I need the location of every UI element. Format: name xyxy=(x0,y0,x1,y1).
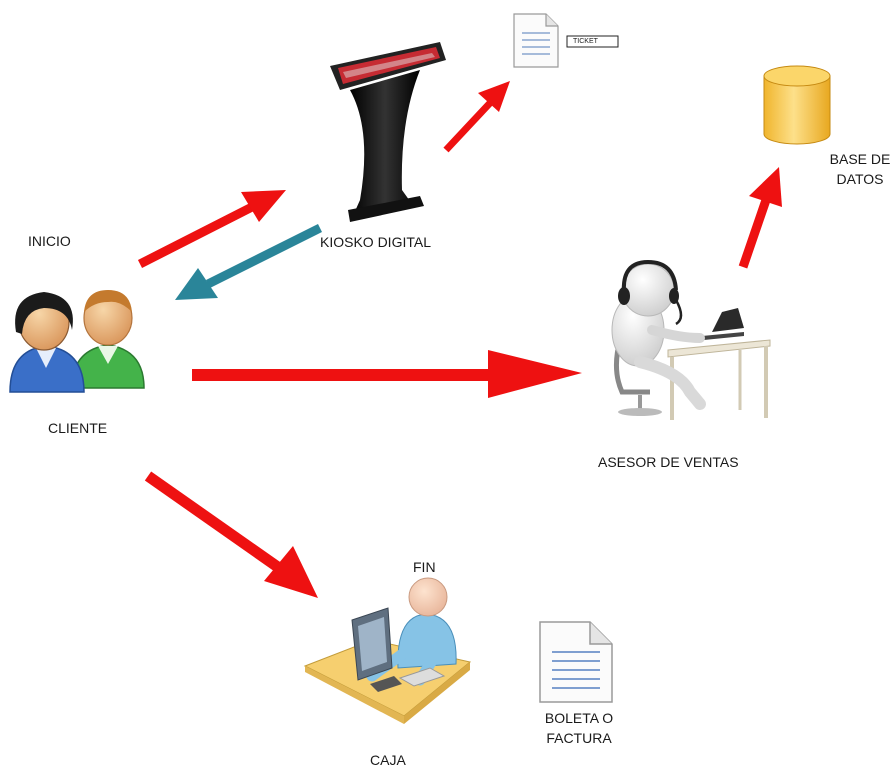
label-boleta-o-factura: BOLETA O FACTURA xyxy=(534,708,624,748)
client-users-icon xyxy=(9,290,145,393)
label-kiosko-digital: KIOSKO DIGITAL xyxy=(320,234,431,250)
label-boleta-line1: BOLETA O xyxy=(544,710,614,726)
database-icon xyxy=(763,65,831,145)
arrow-cliente-to-kiosko xyxy=(137,190,286,269)
label-fin: FIN xyxy=(413,559,436,575)
invoice-document-icon xyxy=(539,621,613,703)
kiosk-icon xyxy=(330,42,446,222)
arrow-cliente-to-asesor xyxy=(192,350,582,398)
label-base-de-datos: BASE DE DATOS xyxy=(824,149,896,189)
label-ticket: TICKET xyxy=(573,38,598,45)
sales-advisor-icon xyxy=(611,259,771,420)
label-base-de-datos-line1: BASE DE xyxy=(829,151,891,167)
label-caja: CAJA xyxy=(370,752,406,768)
label-cliente: CLIENTE xyxy=(48,420,108,436)
arrow-kiosko-to-cliente xyxy=(175,223,323,300)
arrow-cliente-to-caja xyxy=(144,471,318,598)
label-inicio: INICIO xyxy=(28,233,71,249)
arrow-kiosko-to-ticket xyxy=(443,81,510,153)
ticket-document-icon xyxy=(513,13,619,68)
arrow-asesor-to-database xyxy=(738,167,782,269)
label-base-de-datos-line2: DATOS xyxy=(836,171,884,187)
label-boleta-line2: FACTURA xyxy=(546,730,612,746)
cashier-icon xyxy=(303,577,472,724)
label-asesor-de-ventas: ASESOR DE VENTAS xyxy=(598,454,739,470)
